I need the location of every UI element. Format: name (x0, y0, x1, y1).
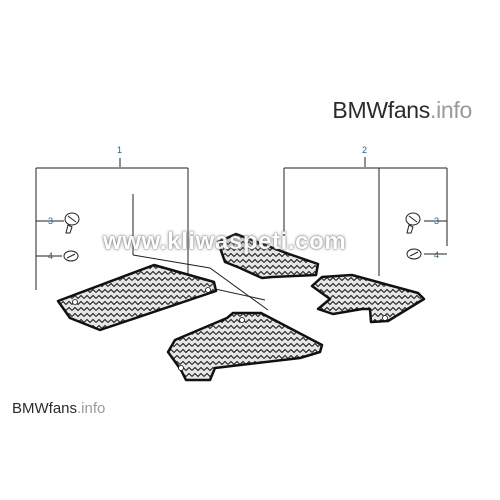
brand-name: BMWfans (332, 97, 431, 123)
floor-mat-front-right (166, 311, 324, 382)
screw-icon (64, 212, 80, 234)
group-1-bracket (35, 158, 269, 311)
callout-3-left: 3 (48, 216, 53, 226)
cap-icon (63, 250, 79, 262)
floor-mat-front-left (56, 263, 218, 332)
screw-icon (405, 212, 421, 234)
brand-name: BMWfans (12, 400, 78, 417)
brand-suffix: .info (430, 97, 472, 123)
brand-watermark-bottom: BMWfans.info (12, 400, 105, 417)
cap-icon (406, 248, 422, 260)
floor-mat-rear-left (216, 232, 320, 280)
site-watermark-overlay: www.kliwaspeti.com (103, 228, 347, 255)
callout-2: 2 (362, 145, 367, 155)
brand-watermark-top: BMWfans.info (332, 97, 472, 124)
group-2-bracket (283, 157, 448, 276)
callout-4-right: 4 (434, 250, 439, 260)
callout-4-left: 4 (48, 251, 53, 261)
brand-suffix: .info (77, 400, 106, 417)
callout-3-right: 3 (434, 216, 439, 226)
callout-1: 1 (117, 145, 122, 155)
floor-mat-rear-right (310, 273, 426, 324)
